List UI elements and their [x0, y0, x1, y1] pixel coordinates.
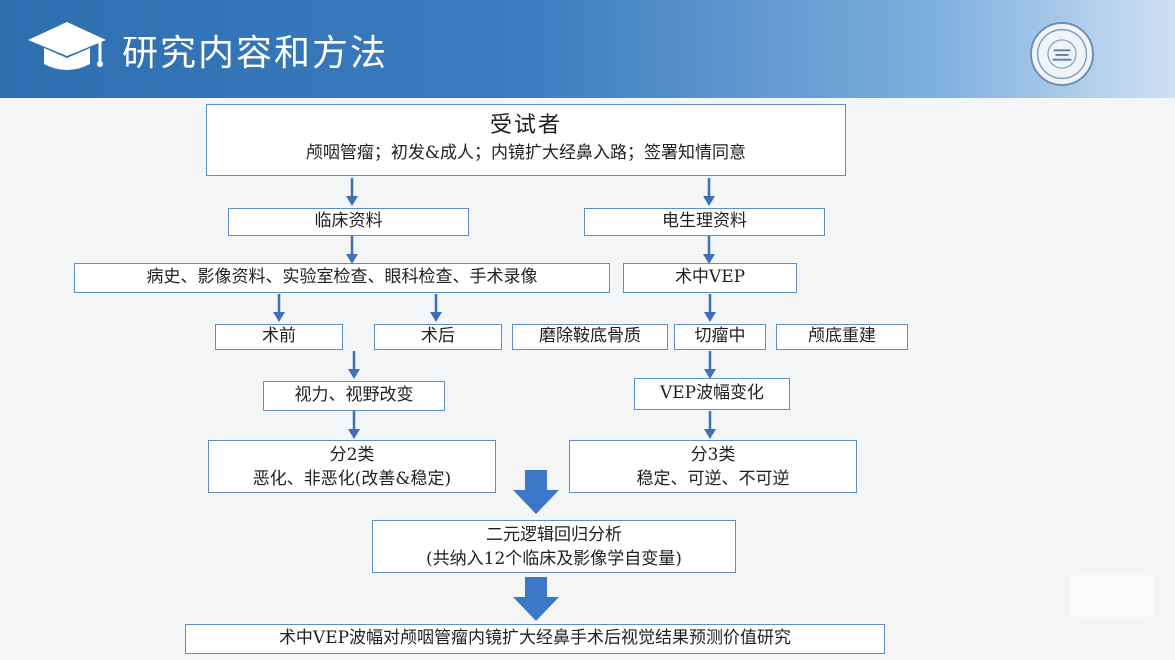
- vision-change-label: 视力、视野改变: [294, 385, 414, 405]
- regression-box: 二元逻辑回归分析 (共纳入12个临床及影像学自变量): [372, 520, 736, 573]
- tumor-cut-label: 切瘤中: [694, 326, 746, 346]
- final-study-box: 术中VEP波幅对颅咽管瘤内镜扩大经鼻手术后视觉结果预测价值研究: [185, 624, 885, 654]
- bone-removal-box: 磨除鞍底骨质: [512, 324, 668, 350]
- intraop-vep-label: 术中VEP: [674, 267, 746, 287]
- subject-criteria: 颅咽管瘤；初发&成人；内镜扩大经鼻入路；签署知情同意: [305, 143, 747, 163]
- postop-label: 术后: [421, 326, 455, 346]
- page-title: 研究内容和方法: [122, 33, 389, 74]
- tumor-cut-box: 切瘤中: [674, 324, 766, 350]
- electro-data-label: 电生理资料: [662, 211, 747, 231]
- arrow-down: [346, 178, 358, 206]
- subject-box: 受试者 颅咽管瘤；初发&成人；内镜扩大经鼻入路；签署知情同意: [206, 104, 846, 176]
- arrow-down: [348, 351, 360, 379]
- arrow-down: [703, 178, 715, 206]
- arrow-down: [704, 351, 716, 379]
- electro-data-box: 电生理资料: [584, 208, 825, 236]
- vep-change-label: VEP波幅变化: [659, 383, 765, 403]
- watermark-badge: [1070, 575, 1154, 617]
- block-arrow-down: [513, 577, 559, 621]
- arrow-down: [348, 411, 360, 439]
- floor-rebuild-box: 颅底重建: [776, 324, 908, 350]
- postop-box: 术后: [374, 324, 502, 350]
- clinical-items-label: 病史、影像资料、实验室检查、眼科检查、手术录像: [146, 267, 538, 287]
- clinical-data-label: 临床资料: [314, 211, 383, 231]
- class3-box: 分3类 稳定、可逆、不可逆: [569, 440, 857, 493]
- final-study-label: 术中VEP波幅对颅咽管瘤内镜扩大经鼻手术后视觉结果预测价值研究: [278, 628, 792, 648]
- vision-change-box: 视力、视野改变: [263, 381, 445, 411]
- graduation-cap-icon: [28, 22, 106, 70]
- class2-box: 分2类 恶化、非恶化(改善&稳定): [208, 440, 496, 493]
- arrow-down: [704, 411, 716, 439]
- floor-rebuild-label: 颅底重建: [808, 326, 876, 346]
- regression-desc: (共纳入12个临床及影像学自变量): [426, 549, 682, 569]
- arrow-down: [346, 236, 358, 264]
- header-banner: 研究内容和方法: [0, 0, 1175, 98]
- arrow-down: [430, 294, 442, 322]
- university-seal-logo: [1030, 22, 1094, 86]
- class3-desc: 稳定、可逆、不可逆: [636, 469, 790, 489]
- subject-title: 受试者: [489, 113, 562, 138]
- clinical-items-box: 病史、影像资料、实验室检查、眼科检查、手术录像: [74, 263, 610, 293]
- class2-title: 分2类: [329, 445, 375, 465]
- preop-label: 术前: [262, 326, 296, 346]
- intraop-vep-box: 术中VEP: [623, 263, 797, 293]
- bone-removal-label: 磨除鞍底骨质: [539, 326, 641, 346]
- arrow-down: [703, 236, 715, 264]
- regression-title: 二元逻辑回归分析: [486, 525, 622, 545]
- vep-change-box: VEP波幅变化: [634, 378, 790, 410]
- arrow-down: [273, 294, 285, 322]
- clinical-data-box: 临床资料: [228, 208, 469, 236]
- preop-box: 术前: [215, 324, 343, 350]
- block-arrow-down: [513, 470, 559, 514]
- class3-title: 分3类: [690, 445, 736, 465]
- class2-desc: 恶化、非恶化(改善&稳定): [252, 469, 452, 489]
- arrow-down: [704, 294, 716, 322]
